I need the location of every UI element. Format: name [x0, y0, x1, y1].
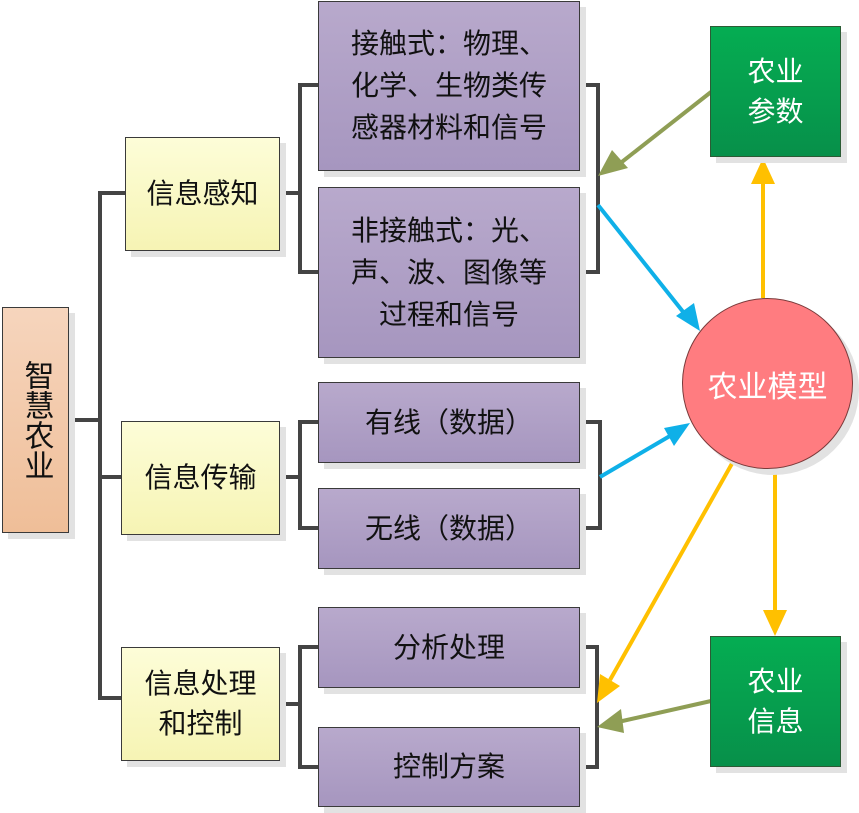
- arrow-sense-to-model: [596, 203, 690, 320]
- arrow-info-to-process: [617, 699, 712, 724]
- leaf-control-plan-label: 控制方案: [392, 750, 505, 783]
- connector-process-bracket: [298, 645, 318, 769]
- leaf-wireless-data: 无线（数据）: [318, 488, 580, 569]
- leaf-control-plan: 控制方案: [318, 727, 580, 807]
- arrow-params-to-sense: [616, 90, 713, 167]
- arrowhead-olive-2: [597, 709, 624, 733]
- category-info-transmission-label: 信息传输: [144, 461, 257, 494]
- connector-transmit-right: [579, 420, 602, 530]
- agri-params-node: 农业 参数: [710, 26, 841, 157]
- root-label: 智慧农业: [18, 360, 54, 480]
- category-info-transmission: 信息传输: [121, 421, 280, 535]
- arrowhead-blue-1: [676, 303, 700, 331]
- agri-info-node: 农业 信息: [710, 636, 841, 767]
- arrowhead-yellow-1: [751, 158, 775, 184]
- leaf-wired-data: 有线（数据）: [318, 382, 580, 463]
- leaf-analysis-label: 分析处理: [392, 630, 505, 664]
- leaf-analysis: 分析处理: [318, 607, 580, 688]
- arrowhead-olive-1: [598, 150, 628, 176]
- category-info-processing-label: 信息处理 和控制: [144, 667, 257, 740]
- leaf-wired-data-label: 有线（数据）: [364, 405, 533, 439]
- agri-info-label: 农业 信息: [747, 664, 804, 738]
- connector-sense-bracket: [298, 83, 318, 274]
- arrow-transmit-to-model: [598, 431, 677, 479]
- leaf-contact-sensing: 接触式：物理、 化学、生物类传 感器材料和信号: [318, 1, 580, 171]
- leaf-noncontact-sensing: 非接触式：光、 声、波、图像等 过程和信号: [318, 187, 580, 358]
- leaf-noncontact-sensing-label: 非接触式：光、 声、波、图像等 过程和信号: [350, 213, 547, 331]
- leaf-wireless-data-label: 无线（数据）: [364, 511, 533, 545]
- connector-sense-right: [579, 83, 600, 274]
- agri-model-label: 农业模型: [707, 369, 828, 405]
- root-node: 智慧农业: [2, 307, 69, 533]
- arrowhead-yellow-3: [597, 674, 620, 703]
- category-info-sensing-label: 信息感知: [146, 177, 259, 210]
- connector-process-right: [579, 645, 599, 769]
- leaf-contact-sensing-label: 接触式：物理、 化学、生物类传 感器材料和信号: [350, 27, 547, 144]
- connector-transmit-bracket: [298, 420, 318, 530]
- category-info-processing: 信息处理 和控制: [121, 647, 280, 761]
- agri-model-node: 农业模型: [682, 298, 853, 469]
- category-info-sensing: 信息感知: [125, 137, 280, 251]
- arrowhead-blue-2: [664, 423, 690, 446]
- agri-params-label: 农业 参数: [747, 54, 804, 128]
- arrowhead-yellow-2: [763, 610, 787, 636]
